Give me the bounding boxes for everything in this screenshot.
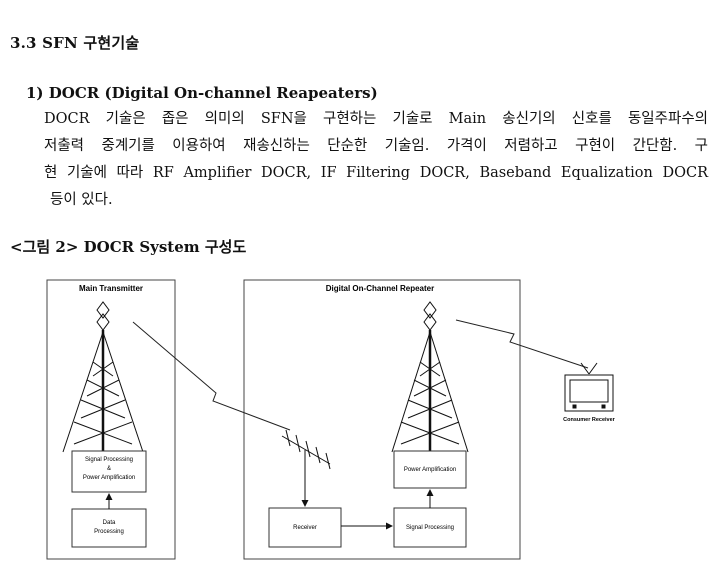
sp-pa-label-line2: & xyxy=(107,466,111,472)
sp-pa-label-line3: Power Amplification xyxy=(83,475,135,481)
paragraph-line-4: 등이 있다. xyxy=(50,192,113,208)
subsection-number: 1) xyxy=(26,84,44,102)
paragraph-line-3: 현 기술에 따라 RF Amplifier DOCR, IF Filtering… xyxy=(44,165,708,181)
signal-processing-box xyxy=(393,507,467,548)
docr-system-diagram: Main Transmitter Signal Processing & Pow… xyxy=(46,279,616,560)
main-transmitter-box xyxy=(46,279,176,560)
data-processing-line2: Processing xyxy=(94,529,124,535)
section-heading: 3.3 SFN 구현기술 xyxy=(10,32,139,53)
signal-processing-label: Signal Processing xyxy=(406,525,454,531)
consumer-receiver-label: Consumer Receiver xyxy=(563,417,616,423)
data-processing-line1: Data xyxy=(103,520,116,526)
repeater-box xyxy=(243,279,521,560)
repeater-tower-icon xyxy=(391,301,469,453)
paragraph-line-1: DOCR 기술은 좁은 의미의 SFN을 구현하는 기술로 Main 송신기의 … xyxy=(44,111,708,127)
signal-processing-power-box xyxy=(71,450,147,493)
power-amplification-box xyxy=(393,450,467,489)
consumer-tv-icon xyxy=(564,362,614,412)
wireless-link-main-to-repeater xyxy=(132,321,291,431)
body-paragraph: DOCR 기술은 좁은 의미의 SFN을 구현하는 기술로 Main 송신기의 … xyxy=(44,106,708,214)
paragraph-line-2: 저출력 중계기를 이용하여 재송신하는 단순한 기술임. 가격이 저렴하고 구현… xyxy=(44,138,708,154)
receiver-box xyxy=(268,507,342,548)
receiving-antenna-icon xyxy=(281,429,331,470)
section-number: 3.3 xyxy=(10,34,37,52)
figure-caption: <그림 2> DOCR System 구성도 xyxy=(10,238,247,256)
subsection-heading: 1) DOCR (Digital On-channel Reapeaters) xyxy=(26,84,378,102)
sp-pa-label-line1: Signal Processing xyxy=(85,457,133,463)
main-tower-icon xyxy=(62,301,144,453)
subsection-title: DOCR (Digital On-channel Reapeaters) xyxy=(48,84,378,102)
data-processing-box xyxy=(71,508,147,548)
section-title: SFN 구현기술 xyxy=(42,34,140,52)
receiver-label: Receiver xyxy=(293,525,317,531)
power-amplification-label: Power Amplification xyxy=(404,467,456,473)
repeater-title: Digital On-Channel Repeater xyxy=(326,284,434,293)
main-transmitter-title: Main Transmitter xyxy=(79,284,143,293)
wireless-link-repeater-to-consumer xyxy=(455,319,589,369)
